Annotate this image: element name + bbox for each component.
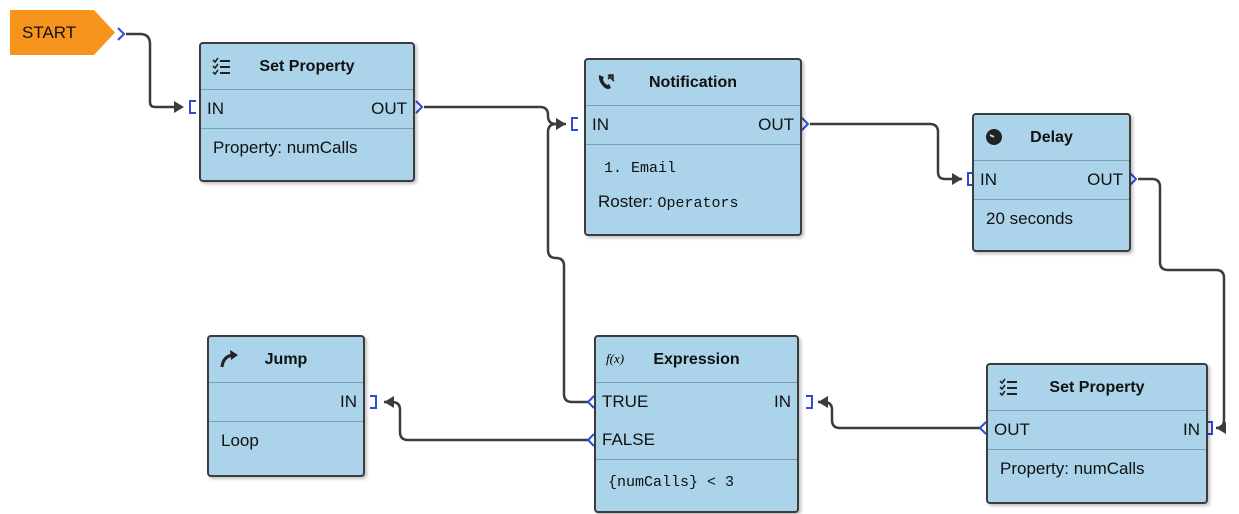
block-body: Property: numCalls bbox=[213, 138, 358, 157]
block-title: Delay bbox=[1030, 129, 1073, 146]
arrowhead bbox=[818, 396, 828, 408]
wire-notification-to-delay bbox=[810, 122, 962, 181]
set-property-block-2[interactable]: Set Property OUT IN Property: numCalls bbox=[986, 363, 1208, 504]
phone-icon bbox=[598, 74, 615, 89]
block-body: {numCalls} < 3 bbox=[608, 474, 735, 491]
port-row: IN OUT bbox=[201, 90, 413, 129]
port-icon bbox=[586, 433, 595, 447]
block-header: Notification bbox=[586, 60, 800, 106]
port-row: IN bbox=[209, 383, 363, 422]
roster-label: Roster: bbox=[598, 192, 658, 211]
wire-start-to-setproperty bbox=[126, 32, 182, 109]
in-port-label[interactable]: IN bbox=[1183, 420, 1200, 439]
block-body: 20 seconds bbox=[986, 209, 1073, 228]
port-icon bbox=[586, 395, 595, 409]
jump-block[interactable]: Jump IN Loop bbox=[207, 335, 365, 477]
notification-item: 1. Email bbox=[604, 160, 677, 177]
block-body: 1. Email Roster: Operators bbox=[586, 145, 800, 221]
clock-icon bbox=[986, 129, 1002, 145]
true-port-label[interactable]: TRUE bbox=[602, 392, 649, 411]
port-row-true: TRUE IN bbox=[596, 383, 797, 421]
jump-arrow-icon bbox=[220, 350, 238, 368]
port-icon bbox=[117, 27, 126, 41]
port-icon bbox=[801, 117, 810, 131]
in-port-label[interactable]: IN bbox=[980, 170, 997, 189]
port-row-false: FALSE bbox=[596, 421, 797, 460]
roster-value: Operators bbox=[657, 195, 739, 212]
out-port-label[interactable]: OUT bbox=[371, 99, 407, 118]
block-title: Expression bbox=[653, 351, 740, 368]
expression-block[interactable]: f(x) Expression TRUE IN FALSE {numCalls}… bbox=[594, 335, 799, 513]
port-row: IN OUT bbox=[586, 106, 800, 145]
block-title: Set Property bbox=[259, 58, 355, 75]
block-body: Property: numCalls bbox=[1000, 459, 1145, 478]
start-node[interactable]: START bbox=[10, 10, 115, 55]
out-port-label[interactable]: OUT bbox=[994, 420, 1030, 439]
notification-block[interactable]: Notification IN OUT 1. Email Roster: Ope… bbox=[584, 58, 802, 236]
port-row: OUT IN bbox=[988, 411, 1206, 450]
checklist-icon bbox=[212, 57, 230, 76]
roster-line: Roster: Operators bbox=[598, 185, 788, 221]
wire-setproperty-to-notification bbox=[424, 105, 566, 126]
block-header: Jump bbox=[209, 337, 363, 383]
arrowhead bbox=[384, 396, 394, 408]
port-icon bbox=[1129, 172, 1138, 186]
start-label: START bbox=[22, 23, 77, 42]
set-property-block[interactable]: Set Property IN OUT Property: numCalls bbox=[199, 42, 415, 182]
out-port-label[interactable]: OUT bbox=[1087, 170, 1123, 189]
arrowhead bbox=[556, 118, 566, 130]
block-header: Set Property bbox=[201, 44, 413, 90]
in-port-label[interactable]: IN bbox=[774, 392, 791, 411]
port-icon bbox=[1206, 421, 1213, 435]
wire-expression-false-to-jump bbox=[384, 400, 588, 442]
block-body: Loop bbox=[221, 431, 259, 450]
port-icon bbox=[415, 100, 424, 114]
arrowhead bbox=[1216, 422, 1226, 434]
false-port-label[interactable]: FALSE bbox=[602, 430, 655, 449]
block-title: Set Property bbox=[1049, 379, 1145, 396]
in-port-label[interactable]: IN bbox=[207, 99, 224, 118]
port-icon bbox=[370, 395, 377, 409]
in-port-label[interactable]: IN bbox=[340, 392, 357, 411]
block-header: f(x) Expression bbox=[596, 337, 797, 383]
delay-block[interactable]: Delay IN OUT 20 seconds bbox=[972, 113, 1131, 252]
block-title: Jump bbox=[264, 351, 308, 368]
block-header: Set Property bbox=[988, 365, 1206, 411]
arrowhead bbox=[952, 173, 962, 185]
port-icon bbox=[189, 100, 196, 114]
wire-setproperty2-to-expression bbox=[818, 400, 980, 430]
port-icon bbox=[967, 172, 974, 186]
port-icon bbox=[806, 395, 813, 409]
port-icon bbox=[571, 117, 578, 131]
wire-expression-true-to-notification bbox=[546, 122, 588, 404]
port-icon bbox=[978, 421, 987, 435]
wire-delay-to-setproperty2 bbox=[1138, 177, 1226, 430]
checklist-icon bbox=[999, 378, 1017, 397]
arrowhead bbox=[174, 101, 184, 113]
block-title: Notification bbox=[649, 74, 737, 91]
function-icon: f(x) bbox=[606, 351, 625, 366]
in-port-label[interactable]: IN bbox=[592, 115, 609, 134]
out-port-label[interactable]: OUT bbox=[758, 115, 794, 134]
block-header: Delay bbox=[974, 115, 1129, 161]
port-row: IN OUT bbox=[974, 161, 1129, 200]
